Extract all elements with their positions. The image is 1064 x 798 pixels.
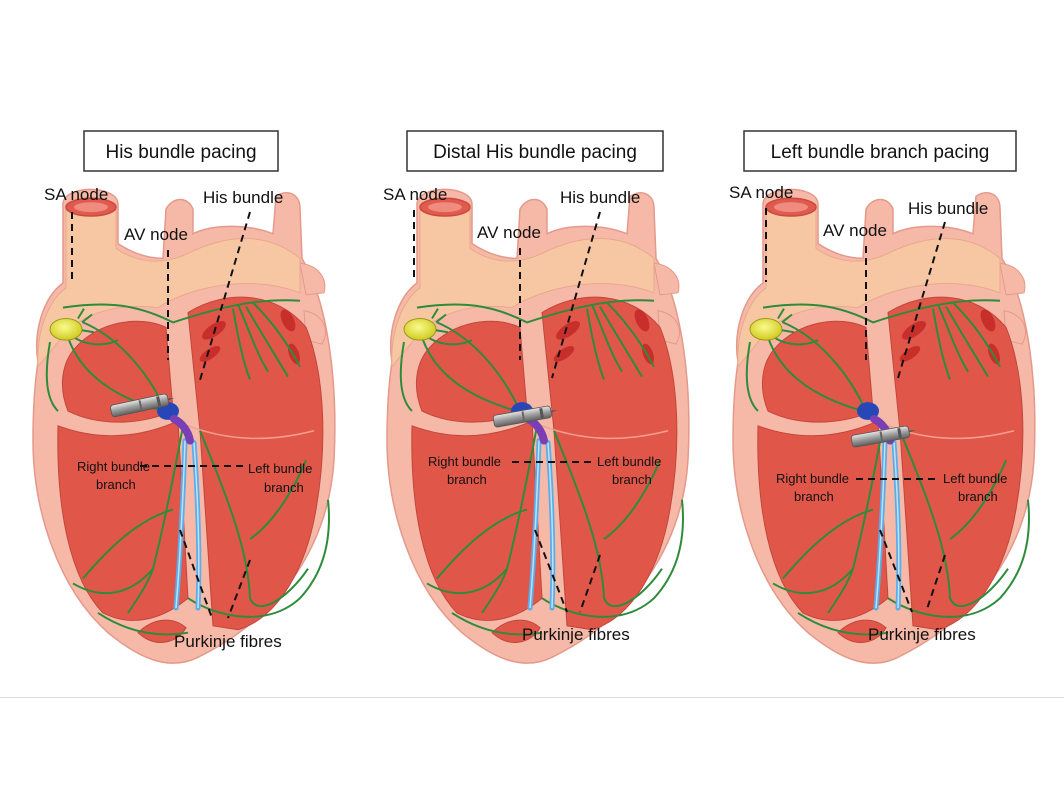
label-left-bundle: Left bundle <box>597 454 661 469</box>
label-av-node: AV node <box>823 221 887 240</box>
label-his-bundle: His bundle <box>560 188 640 207</box>
label-right-bundle-2: branch <box>794 489 834 504</box>
label-right-bundle-2: branch <box>447 472 487 487</box>
leader-his-bundle <box>551 211 601 379</box>
label-av-node: AV node <box>124 225 188 244</box>
panel-left-bundle-branch-pacing: Left bundle branch pacing SA node AV nod… <box>729 130 1035 663</box>
label-right-bundle: Right bundle <box>776 471 849 486</box>
label-left-bundle: Left bundle <box>943 471 1007 486</box>
label-left-bundle-2: branch <box>958 489 998 504</box>
leader-purkinje-right <box>579 554 601 613</box>
label-purkinje: Purkinje fibres <box>522 625 630 644</box>
panel-title-box <box>83 130 279 172</box>
leader-purkinje-left <box>179 529 213 619</box>
leader-purkinje-right <box>925 554 946 613</box>
bottom-divider <box>0 697 1064 698</box>
label-sa-node: SA node <box>729 183 793 202</box>
label-sa-node: SA node <box>383 185 447 204</box>
panel-his-bundle-pacing: His bundle pacing SA node AV node His bu… <box>33 130 335 663</box>
leader-his-bundle <box>897 221 946 379</box>
label-right-bundle: Right bundle <box>428 454 501 469</box>
leader-purkinje-left <box>879 529 913 613</box>
label-purkinje: Purkinje fibres <box>868 625 976 644</box>
panel-title: Left bundle branch pacing <box>771 142 990 163</box>
label-right-bundle: Right bundle <box>77 459 150 474</box>
panel-title: His bundle pacing <box>105 142 256 163</box>
heart-illustration <box>387 189 689 663</box>
leader-purkinje-right <box>227 559 251 619</box>
heart-illustration <box>733 189 1035 663</box>
label-av-node: AV node <box>477 223 541 242</box>
label-his-bundle: His bundle <box>203 188 283 207</box>
label-left-bundle-2: branch <box>264 480 304 495</box>
label-left-bundle-2: branch <box>612 472 652 487</box>
label-his-bundle: His bundle <box>908 199 988 218</box>
panel-title-box <box>743 130 1017 172</box>
panel-title: Distal His bundle pacing <box>433 142 637 163</box>
heart-illustration <box>33 189 335 663</box>
leader-his-bundle <box>199 211 251 381</box>
label-left-bundle: Left bundle <box>248 461 312 476</box>
panel-distal-his-bundle-pacing: Distal His bundle pacing SA node AV node… <box>383 130 689 663</box>
label-sa-node: SA node <box>44 185 108 204</box>
panel-title-box <box>406 130 664 172</box>
label-right-bundle-2: branch <box>96 477 136 492</box>
label-purkinje: Purkinje fibres <box>174 632 282 651</box>
leader-purkinje-left <box>534 529 568 613</box>
